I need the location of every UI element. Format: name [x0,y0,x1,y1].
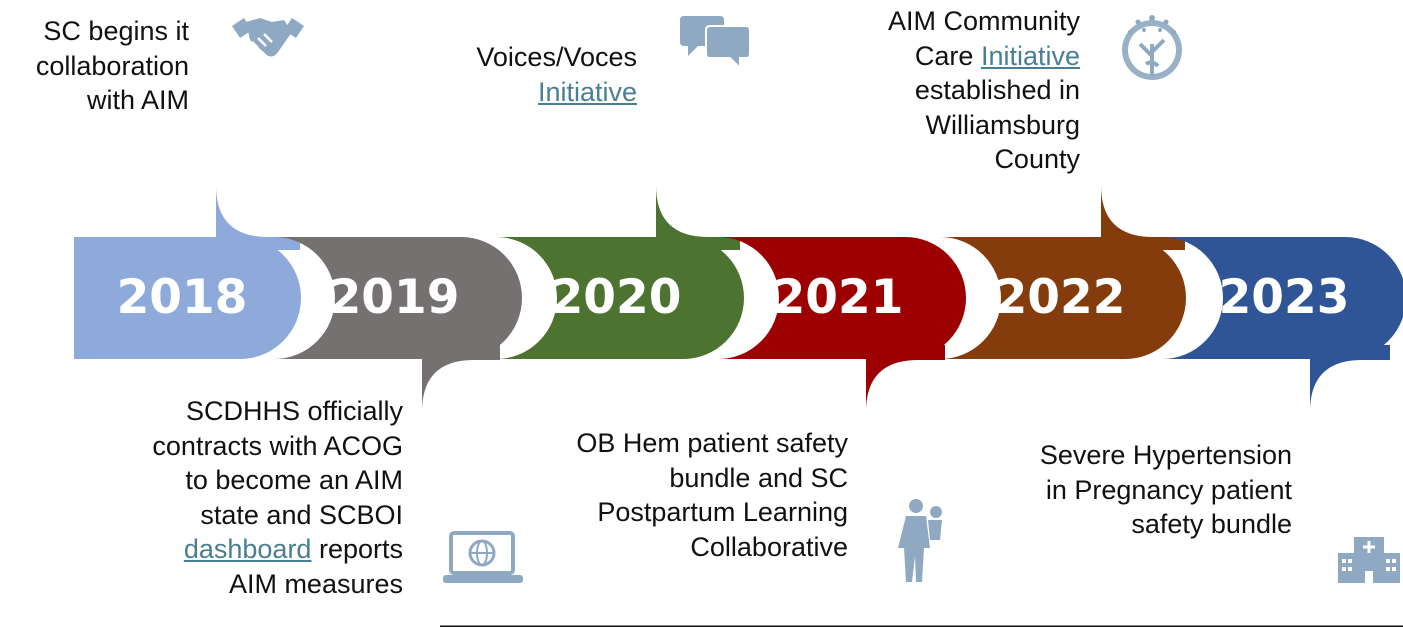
stem-2021 [866,345,945,583]
event-2021-line: OB Hem patient safety [576,428,848,458]
segment-2021 [718,237,966,359]
event-2018-line: SC begins it [43,16,189,46]
event-2023-text: Severe Hypertension in Pregnancy patient… [992,438,1292,542]
event-2019-line: AIM measures [228,568,403,599]
hospital-icon [1338,537,1400,583]
event-2018-text: SC begins it collaboration with AIM [0,14,189,118]
stem-2019 [422,345,500,583]
year-label-2022: 2022 [995,270,1126,325]
event-2022-line: established in [914,75,1080,105]
stem-2023 [1310,345,1390,583]
event-2021-line: Collaborative [690,531,848,562]
event-2019-line: reports [311,534,403,564]
year-label-2018: 2018 [117,270,248,325]
event-2019-line: state and SCBOI [200,499,403,530]
event-2023-line: Severe Hypertension [1039,440,1292,470]
segment-2022 [940,237,1186,359]
event-2022-line: County [994,144,1080,174]
event-2021-text: OB Hem patient safety bundle and SC Post… [528,426,848,564]
event-2021-line: Postpartum Learning [597,497,848,527]
dashboard-link[interactable]: dashboard [183,534,312,564]
year-label-2019: 2019 [329,270,460,325]
event-2020-line: Voices/Voces [476,42,637,72]
initiative-link-2020[interactable]: Initiative [537,76,637,107]
event-2018-line: collaboration [35,50,189,81]
event-2022-line: Care [914,40,981,71]
stem-2018 [216,12,300,250]
year-label-2020: 2020 [551,270,682,325]
stem-2022 [1101,12,1185,250]
year-label-2023: 2023 [1219,270,1350,325]
event-2020-text: Voices/Voces Initiative [397,40,637,109]
event-2021-line: bundle and SC [669,462,848,493]
event-2023-line: safety bundle [1131,509,1292,539]
speech-bubbles-icon [680,16,751,68]
event-2018-line: with AIM [86,85,189,115]
event-2019-line: contracts with ACOG [152,430,403,461]
event-2022-line: Williamsburg [925,109,1080,140]
segment-2019 [274,237,522,359]
segment-2023 [1162,237,1403,359]
initiative-link-2022[interactable]: Initiative [980,40,1080,71]
event-2019-line: SCDHHS officially [185,396,403,426]
mother-child-icon [898,499,942,582]
event-2022-text: AIM Community Care Initiative establishe… [820,4,1080,177]
event-2019-text: SCDHHS officially contracts with ACOG to… [113,394,403,601]
event-2019-line: to become an AIM [185,465,403,495]
stem-2020 [656,12,740,250]
segment-2020 [496,237,744,359]
segment-2018 [74,237,301,359]
laptop-globe-icon [443,531,523,583]
handshake-icon [232,18,304,57]
event-2022-line: AIM Community [887,6,1080,36]
year-label-2021: 2021 [773,270,904,325]
tree-figure-icon [1122,15,1182,80]
event-2023-line: in Pregnancy patient [1045,474,1292,505]
